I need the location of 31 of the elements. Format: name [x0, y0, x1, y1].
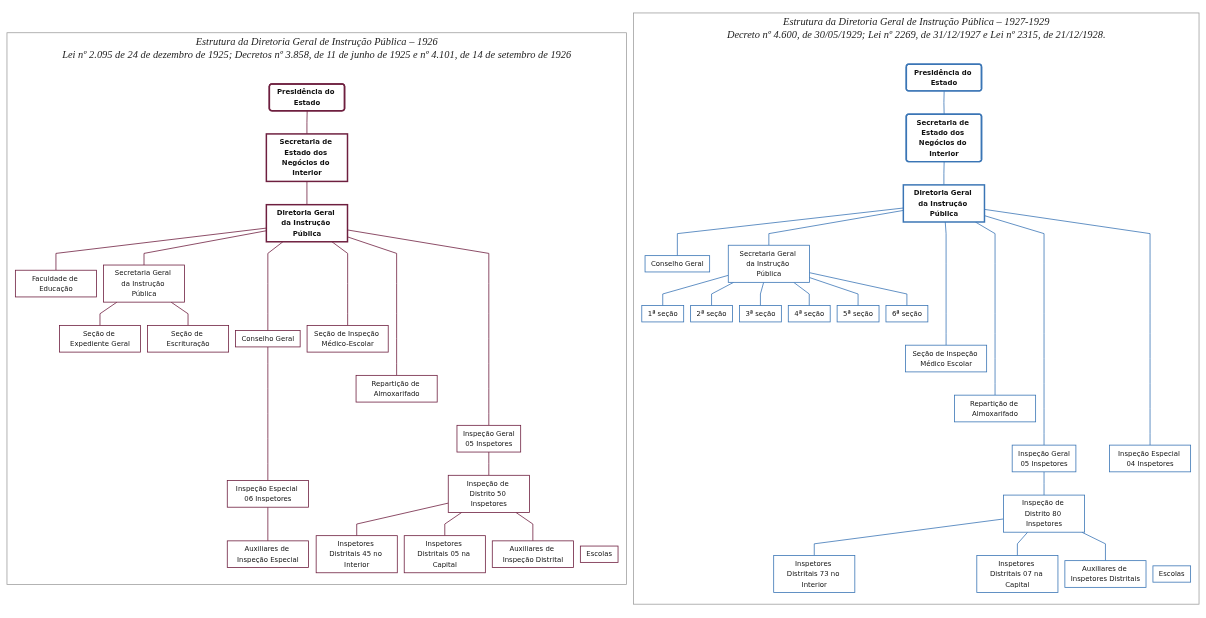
connector	[793, 282, 810, 307]
connector	[943, 161, 945, 186]
connector	[488, 452, 490, 477]
connector	[267, 346, 269, 482]
connector	[55, 228, 267, 272]
connector	[331, 241, 349, 327]
connector	[944, 222, 947, 346]
connector	[347, 230, 490, 427]
connector	[813, 519, 1004, 557]
connector	[143, 230, 267, 266]
connector	[347, 236, 398, 377]
connector	[306, 181, 308, 206]
connector	[943, 91, 945, 116]
connector	[170, 302, 189, 327]
connector	[267, 507, 269, 542]
connector	[760, 282, 765, 307]
connector	[444, 512, 463, 537]
connector	[809, 272, 908, 307]
connector	[1017, 532, 1029, 557]
connector	[1043, 471, 1045, 496]
connector	[984, 209, 1151, 446]
connector	[356, 503, 449, 537]
connector	[662, 275, 729, 307]
connector	[984, 215, 1045, 446]
connector	[809, 277, 859, 307]
connector	[99, 302, 118, 327]
connector	[768, 210, 904, 247]
connector	[267, 241, 284, 332]
connector	[515, 512, 534, 542]
connector	[306, 110, 308, 135]
connector	[676, 208, 904, 257]
